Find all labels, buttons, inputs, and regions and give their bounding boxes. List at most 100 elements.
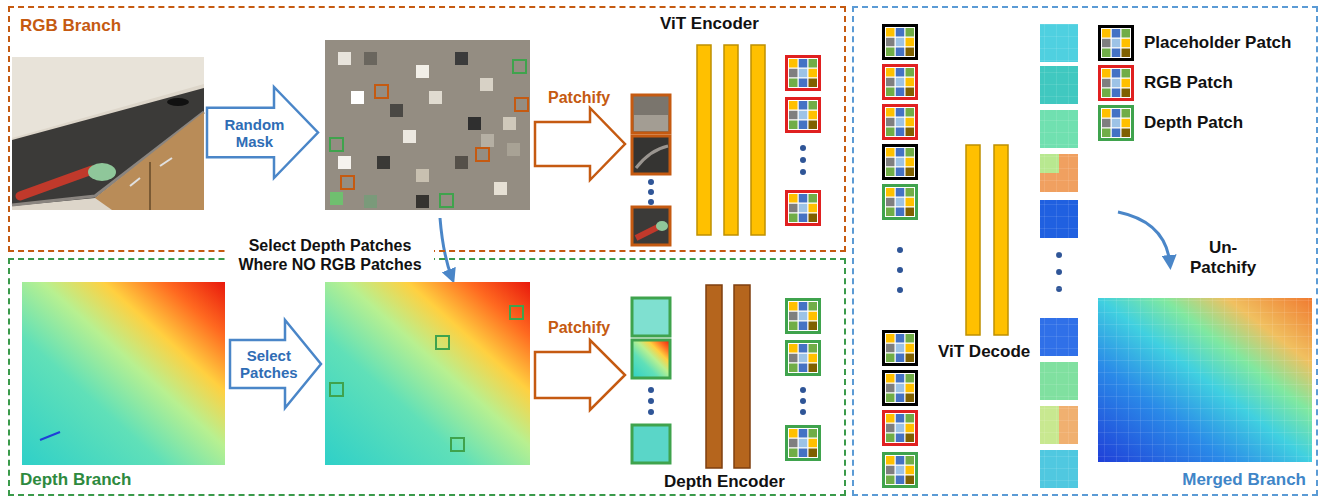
masked-image <box>341 85 528 189</box>
predicted-depth-patches <box>1040 24 1078 488</box>
rgb-photo <box>20 170 92 196</box>
rgb-tiles <box>636 226 660 238</box>
rgb-photo <box>95 112 204 210</box>
masked-image <box>494 182 507 195</box>
masked-image <box>440 194 453 207</box>
block-arrow: Random Mask <box>205 85 320 180</box>
masked-image <box>364 52 377 65</box>
masked-image <box>325 40 530 210</box>
patchify-arrow <box>535 340 625 410</box>
masked-image <box>513 60 526 73</box>
masked-image <box>515 98 528 111</box>
rgb-tiles <box>632 95 670 133</box>
legend-sample <box>1100 27 1133 60</box>
rgb-tiles <box>648 199 654 205</box>
merged-tokens <box>897 247 903 253</box>
depth-map <box>40 432 60 440</box>
selected-depth-map <box>325 282 530 465</box>
rgb-tiles <box>648 189 654 195</box>
branch-region: Merged Branch <box>852 6 1318 496</box>
depth-tiles <box>648 398 654 404</box>
depth-tokens <box>787 300 820 460</box>
masked-image <box>481 134 494 147</box>
rgb-tiles <box>656 221 668 231</box>
merged-tokens <box>884 332 917 365</box>
vit-encoder-layers <box>697 45 711 235</box>
module-label: ViT Encoder <box>660 14 759 34</box>
region-heading: RGB Branch <box>20 16 121 36</box>
masked-image <box>480 78 493 91</box>
depth-map <box>22 282 225 465</box>
rgb-photo <box>149 162 151 210</box>
depth-tokens <box>787 300 820 333</box>
masked-image <box>455 156 468 169</box>
depth-map <box>22 282 225 465</box>
depth-tiles <box>648 409 654 415</box>
merged-tokens <box>897 287 903 293</box>
masked-image <box>338 156 351 169</box>
rgb-tiles <box>632 207 670 245</box>
rgb-tiles <box>634 115 668 131</box>
predicted-depth-patches <box>1040 24 1078 488</box>
rgb-photo <box>130 178 140 186</box>
depth-encoder-layers <box>706 285 750 468</box>
masked-image <box>330 192 343 205</box>
rgb-tiles <box>632 95 670 245</box>
masked-image <box>503 117 516 130</box>
masked-image <box>325 40 530 210</box>
vit-encoder-layers <box>751 45 765 235</box>
depth-tokens <box>800 409 806 415</box>
block-arrow: Select Patches <box>228 318 323 410</box>
region-heading: Depth Branch <box>20 470 131 490</box>
selected-depth-map <box>330 383 343 396</box>
rgb-photo <box>167 98 189 106</box>
selected-depth-map <box>510 306 523 319</box>
depth-tokens <box>787 427 820 460</box>
arrow-text-box: Random Mask <box>205 85 304 180</box>
depth-tiles <box>632 425 670 463</box>
merged-tokens <box>884 66 917 99</box>
vit-decoder-layers <box>966 145 980 335</box>
legend-label: Placeholder Patch <box>1144 33 1291 53</box>
merged-tokens <box>897 267 903 273</box>
depth-tiles <box>632 298 670 336</box>
merged-tokens <box>884 146 917 179</box>
arrow-outline <box>230 320 321 408</box>
masked-image <box>403 130 416 143</box>
merged-depth-map <box>1098 298 1312 462</box>
arrow-text-box: Select Patches <box>228 318 310 410</box>
step-label: Patchify <box>548 318 610 337</box>
legend-sample <box>1100 67 1133 100</box>
rgb-tokens <box>787 192 820 225</box>
merged-depth-map <box>1098 298 1312 462</box>
masked-image <box>507 143 520 156</box>
rgb-tiles <box>648 179 654 185</box>
curved-arrow <box>1118 212 1170 264</box>
module-label: ViT Decode <box>938 342 1030 362</box>
merged-tokens <box>884 412 917 445</box>
depth-tokens <box>800 398 806 404</box>
masked-image <box>377 156 390 169</box>
curved-arrow <box>440 218 452 278</box>
masked-image <box>375 85 388 98</box>
masked-image <box>416 65 429 78</box>
module-label: Depth Encoder <box>664 472 785 492</box>
vit-decoder-layers <box>966 145 1008 335</box>
vit-encoder-layers <box>697 45 765 235</box>
rgb-tokens <box>787 57 820 225</box>
rgb-photo <box>12 57 204 210</box>
branch-region: Select PatchesDepth Branch <box>8 258 846 496</box>
legend-sample <box>1100 27 1133 140</box>
depth-tokens <box>800 387 806 393</box>
masked-image <box>455 52 468 65</box>
merged-tokens <box>884 186 917 219</box>
arrow-label: Random Mask <box>224 116 284 150</box>
merged-tokens <box>884 26 917 487</box>
rgb-tokens <box>800 157 806 163</box>
arrow-label: Select Patches <box>240 347 298 381</box>
depth-tiles <box>648 387 654 393</box>
depth-encoder-layers <box>734 285 750 468</box>
rgb-photo <box>12 57 204 210</box>
step-label: Patchify <box>548 88 610 107</box>
